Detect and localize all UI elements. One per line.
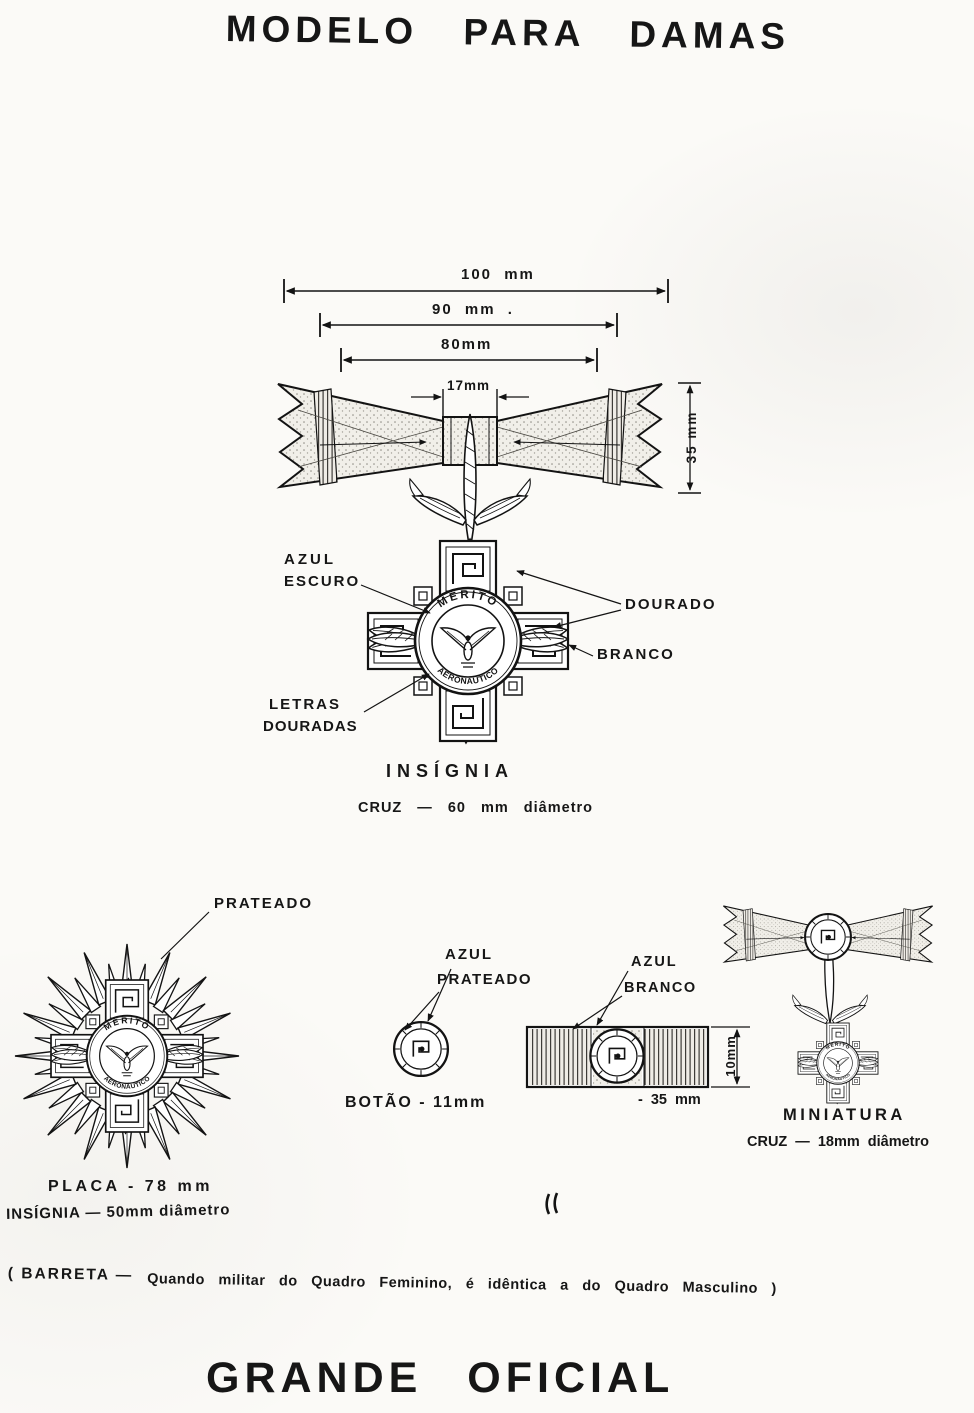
miniatura-drawing: [723, 906, 932, 1104]
label-branco-barreta: BRANCO: [624, 980, 697, 996]
dim-label-17mm: 17mm: [447, 378, 491, 393]
plume-hatching: [464, 429, 476, 531]
placa-drawing: [8, 937, 247, 1176]
label-branco: BRANCO: [597, 646, 675, 663]
label-azul-escuro-line2: ESCURO: [284, 573, 361, 590]
dim-label-10mm: 10mm: [723, 1035, 739, 1077]
dimension-line-10mm: [711, 1026, 750, 1088]
miniatura-subcaption: CRUZ — 18mm diâmetro: [747, 1134, 930, 1150]
dimension-line-80mm: [340, 348, 598, 372]
dimension-line-100mm: [283, 279, 669, 303]
label-dourado: DOURADO: [625, 596, 717, 613]
dim-label-80mm: 80mm: [441, 336, 493, 353]
miniatura-caption: MINIATURA: [783, 1106, 906, 1124]
dimension-line-35mm: [678, 382, 701, 494]
footer-title: GRANDE OFICIAL: [206, 1354, 675, 1402]
botao-leader-lines: [404, 968, 452, 1031]
label-azul-botao: AZUL: [445, 946, 493, 963]
dim-label-35mm: 35 mm: [683, 410, 699, 464]
page-title: MODELO PARA DAMAS: [225, 8, 791, 57]
label-azul-barreta: AZUL: [631, 954, 678, 970]
placa-caption: PLACA - 78 mm: [48, 1178, 213, 1195]
label-prateado-placa: PRATEADO: [214, 895, 314, 912]
dim-label-35mm-barreta: - 35 mm: [638, 1092, 701, 1108]
barreta-drawing: [525, 1025, 710, 1089]
insignia-leader-lines: [360, 570, 622, 713]
dim-label-100mm: 100 mm: [461, 266, 535, 283]
dimension-line-90mm: [319, 313, 618, 337]
dim-label-90mm: 90 mm .: [432, 301, 514, 318]
ink-smudge: [545, 1192, 559, 1215]
botao-caption: BOTÃO - 11mm: [345, 1094, 487, 1111]
botao-drawing: [392, 1020, 450, 1078]
label-prateado-botao: PRATEADO: [437, 971, 533, 988]
insignia-subcaption: CRUZ — 60 mm diâmetro: [358, 800, 594, 816]
insignia-caption: INSÍGNIA: [386, 761, 515, 781]
label-letras-douradas-line1: LETRAS: [269, 696, 341, 713]
dimension-line-17mm: [411, 389, 529, 419]
label-azul-escuro-line1: AZUL: [284, 551, 336, 568]
label-letras-douradas-line2: DOURADAS: [263, 718, 358, 735]
barreta-leader-lines: [572, 970, 629, 1030]
barreta-note-prefix: ( BARRETA —: [7, 1265, 134, 1284]
placa-leader-line: [160, 911, 210, 960]
insignia-cross-drawing: [367, 539, 568, 743]
